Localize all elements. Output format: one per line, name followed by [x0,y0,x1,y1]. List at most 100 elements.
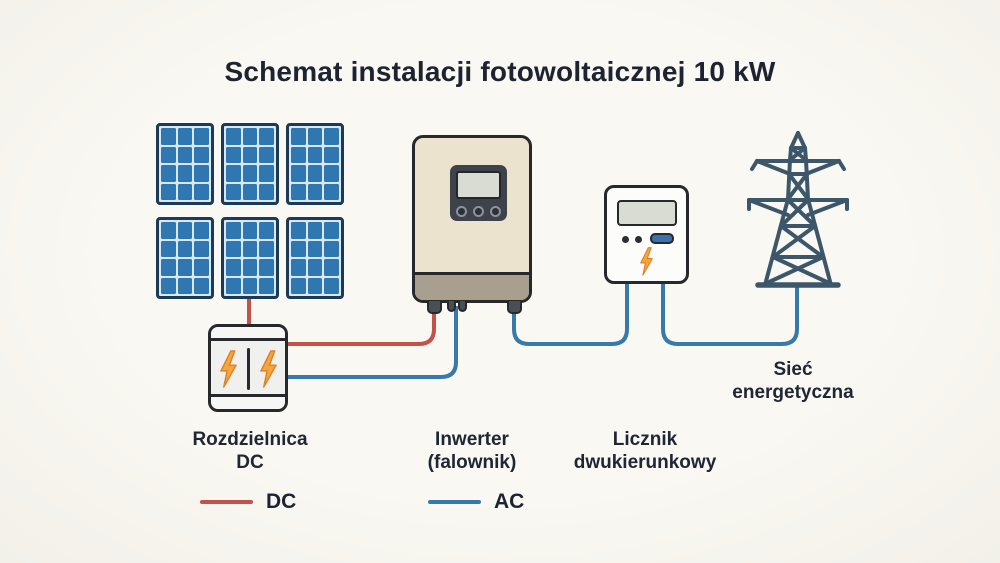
combiner-divider [246,348,250,390]
inverter-button-icon [456,206,467,217]
solar-cell [242,277,258,294]
energy-meter-box [604,185,689,284]
lightning-bolt-icon [219,350,237,388]
combiner-bolts [211,343,285,395]
lightning-bolt-icon [259,350,277,388]
inverter-bottom-band [415,272,529,300]
solar-array [156,123,344,299]
page-title: Schemat instalacji fotowoltaicznej 10 kW [224,56,776,87]
solar-cell [324,277,339,294]
solar-cell [291,165,306,182]
solar-cell [307,165,323,182]
solar-cell [161,183,176,200]
solar-cell [259,222,274,239]
solar-cell [307,277,323,294]
solar-cell [161,128,176,145]
legend-ac-label: AC [494,490,525,513]
solar-cell [161,277,176,294]
inverter-label: Inwerter (falownik) [428,428,517,474]
inverter-ac-terminal [507,301,522,314]
solar-cell [291,128,306,145]
solar-cell [161,146,176,163]
solar-cell [194,222,209,239]
solar-panel [221,123,279,205]
solar-cell [177,277,193,294]
wire-ac-combiner-to-inverter [286,306,458,379]
meter-button-icon [635,236,642,243]
solar-cell [324,128,339,145]
meter-button-icon [622,236,629,243]
solar-cell [226,277,241,294]
solar-cell [291,259,306,276]
solar-cell [226,259,241,276]
solar-cell [242,240,258,257]
transmission-tower-icon [747,131,849,288]
meter-label-line1: Licznik [612,429,678,450]
solar-cell [259,165,274,182]
solar-cell [291,146,306,163]
solar-cell [324,183,339,200]
solar-cell [259,128,274,145]
wire-dc-combiner-to-inverter [286,306,436,346]
solar-cell [194,128,209,145]
solar-cell [291,183,306,200]
solar-cell [259,240,274,257]
inverter-box [412,135,532,303]
solar-cell [259,183,274,200]
solar-cell [177,240,193,257]
solar-cell [161,240,176,257]
solar-cell [324,146,339,163]
solar-cell [324,259,339,276]
solar-cell [226,165,241,182]
solar-cell [307,183,323,200]
solar-cell [307,240,323,257]
solar-cell [177,146,193,163]
inverter-terminal [458,301,467,312]
solar-cell [226,183,241,200]
inverter-label-line1: Inwerter [435,429,509,450]
solar-cell [161,165,176,182]
legend-item-dc: DC [200,490,296,514]
solar-cell [194,165,209,182]
solar-cell [226,128,241,145]
solar-cell [177,222,193,239]
solar-cell [177,165,193,182]
solar-cell [226,240,241,257]
dc-line-swatch [200,500,253,504]
combiner-label-line1: Rozdzielnica [192,429,308,450]
meter-label-line2: dwukierunkowy [573,452,717,473]
solar-panel [286,217,344,299]
solar-panel [156,123,214,205]
solar-cell [242,146,258,163]
inverter-screen [456,171,501,199]
meter-label: Licznik dwukierunkowy [574,428,717,474]
solar-cell [194,277,209,294]
solar-cell [194,146,209,163]
solar-cell [291,222,306,239]
solar-panel [221,217,279,299]
inverter-button-icon [490,206,501,217]
legend-item-ac: AC [428,490,524,514]
combiner-label-line2: DC [236,452,264,473]
combiner-top-band [211,327,285,341]
solar-cell [242,259,258,276]
solar-cell [259,146,274,163]
solar-cell [324,240,339,257]
solar-cell [177,259,193,276]
solar-cell [307,146,323,163]
solar-cell [259,259,274,276]
solar-panel [156,217,214,299]
meter-indicator [650,233,674,244]
inverter-button-icon [473,206,484,217]
solar-cell [324,222,339,239]
inverter-display [450,165,507,221]
grid-label-line1: Sieć [773,359,813,380]
solar-cell [259,277,274,294]
inverter-label-line2: (falownik) [427,452,517,473]
solar-cell [291,277,306,294]
lightning-bolt-icon [640,247,653,276]
solar-cell [242,165,258,182]
combiner-label: Rozdzielnica DC [192,428,307,474]
meter-screen [617,200,677,226]
